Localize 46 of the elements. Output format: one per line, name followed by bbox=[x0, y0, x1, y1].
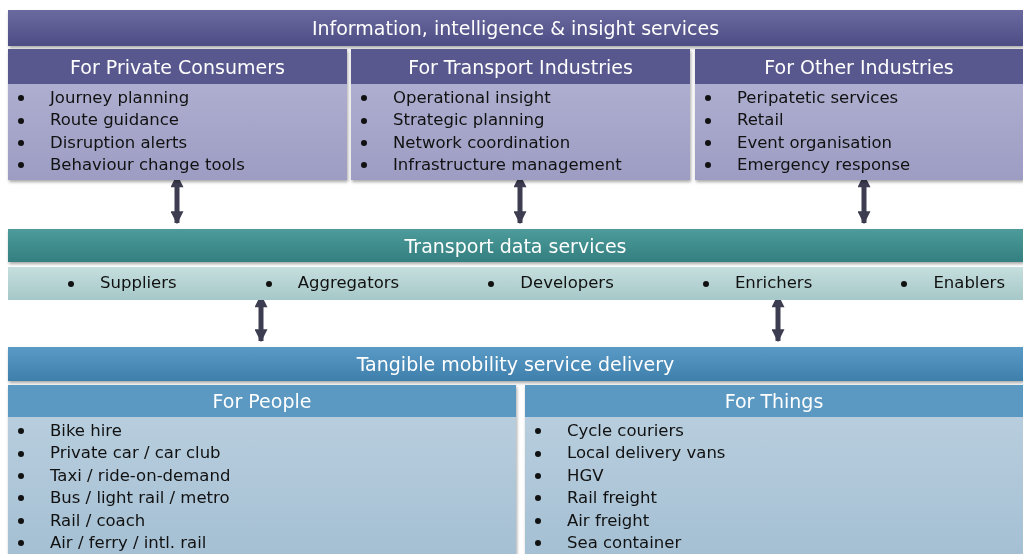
bullet-item: Route guidance bbox=[50, 109, 179, 132]
bullet-item: Enrichers bbox=[734, 272, 813, 295]
bullet-item: Private car / car club bbox=[50, 442, 221, 465]
bullet-item: Aggregators bbox=[297, 272, 400, 295]
band-title: Tangible mobility service delivery bbox=[356, 353, 675, 375]
bullet-item: Emergency response bbox=[737, 154, 911, 177]
category-panel bbox=[8, 49, 347, 180]
header-band bbox=[8, 229, 1023, 262]
bullet-item: Behaviour change tools bbox=[50, 154, 245, 177]
bullet-item: Enablers bbox=[933, 272, 1005, 295]
band-title: Information, intelligence & insight services bbox=[311, 17, 720, 39]
bullet-item: Local delivery vans bbox=[567, 442, 726, 465]
panel-heading: For Private Consumers bbox=[8, 49, 347, 84]
category-panel bbox=[8, 385, 516, 554]
panel-heading: For People bbox=[8, 385, 516, 417]
bullet-item: Cycle couriers bbox=[567, 420, 684, 442]
bullet-item: Air freight bbox=[567, 509, 650, 532]
bullet-item: Infrastructure management bbox=[393, 154, 622, 177]
category-panel bbox=[351, 49, 690, 180]
category-panel bbox=[525, 385, 1023, 554]
header-band bbox=[8, 10, 1023, 46]
bullet-item: Suppliers bbox=[100, 272, 177, 295]
bullet-item: Air / ferry / intl. rail bbox=[50, 532, 207, 554]
bullet-item: Sea container bbox=[567, 532, 682, 554]
band-title: Transport data services bbox=[404, 234, 627, 257]
bullet-item: Rail / coach bbox=[50, 509, 146, 532]
bullet-item: Event organisation bbox=[737, 131, 893, 154]
bullet-item: HGV bbox=[567, 464, 604, 487]
bullet-item: Bus / light rail / metro bbox=[50, 487, 230, 510]
bullet-item: Bike hire bbox=[50, 420, 122, 442]
bullet-item: Retail bbox=[737, 109, 784, 132]
bullet-item: Operational insight bbox=[393, 87, 551, 109]
bullet-item: Network coordination bbox=[393, 131, 571, 154]
panel-heading: For Things bbox=[525, 385, 1023, 417]
bullet-item: Journey planning bbox=[50, 87, 190, 109]
bullet-item: Developers bbox=[520, 272, 614, 295]
panel-heading: For Other Industries bbox=[695, 49, 1023, 84]
bullet-item: Rail freight bbox=[567, 487, 657, 510]
header-band bbox=[8, 347, 1023, 381]
list-band bbox=[8, 267, 1023, 300]
bullet-item: Peripatetic services bbox=[737, 87, 899, 109]
panel-heading: For Transport Industries bbox=[351, 49, 690, 84]
bullet-item: Strategic planning bbox=[393, 109, 545, 132]
bullet-item: Disruption alerts bbox=[50, 131, 188, 154]
bullet-item: Taxi / ride-on-demand bbox=[50, 464, 231, 487]
category-panel bbox=[695, 49, 1023, 180]
